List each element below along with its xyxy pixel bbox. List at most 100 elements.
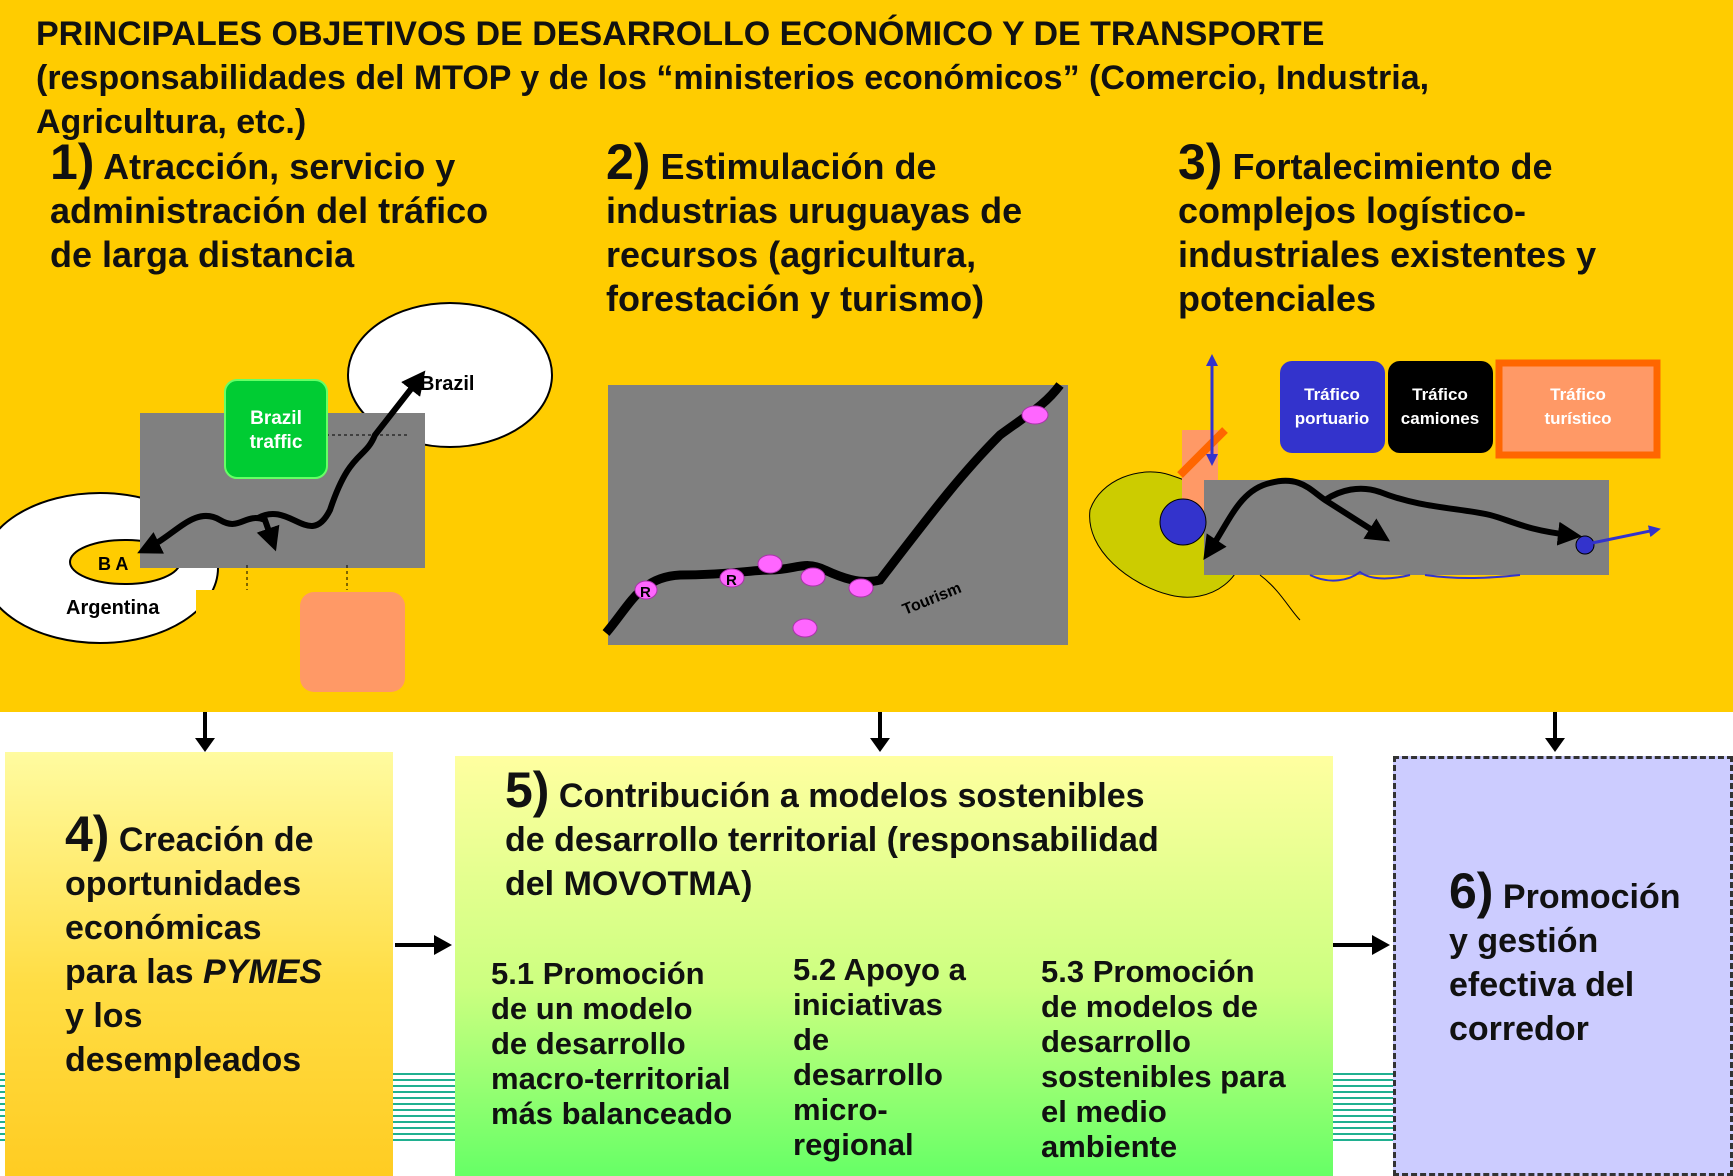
right-arrow-head	[1372, 935, 1390, 955]
sub-line: de un modelo	[491, 991, 693, 1026]
port-traffic-label: Tráfico	[1304, 385, 1360, 404]
objective-2: 2) Estimulación de industrias uruguayas …	[606, 137, 1076, 321]
resource-industries-map: R R Tourism	[602, 382, 1068, 645]
objective-1: 1) Atracción, servicio y administración …	[50, 137, 490, 277]
truck-route	[1203, 477, 1391, 560]
truck-traffic-label: camiones	[1401, 409, 1479, 428]
resource-label: R	[640, 584, 651, 601]
logistics-node	[1575, 535, 1595, 555]
sub-objective-5-2: 5.2 Apoyo a iniciativas de desarrollo mi…	[793, 952, 993, 1162]
resource-node	[800, 567, 826, 587]
box-6-line: y gestión	[1449, 922, 1599, 960]
down-arrow-head	[1545, 738, 1565, 752]
sub-line: micro-	[793, 1092, 888, 1127]
sub-line: 5.1 Promoción	[491, 956, 705, 991]
map-area	[608, 385, 1068, 645]
title-line-1: PRINCIPALES OBJETIVOS DE DESARROLLO ECON…	[36, 15, 1325, 53]
truck-route	[1323, 485, 1582, 546]
objective-text: Atracción, servicio y administración del…	[50, 146, 489, 275]
sub-line: iniciativas	[793, 987, 943, 1022]
logistics-complexes-map: Tráfico portuario Tráfico camiones Tráfi…	[1089, 354, 1661, 621]
box-4-line: Creación de	[118, 821, 314, 859]
brazil-traffic-box	[224, 379, 328, 479]
title-line-3: Agricultura, etc.)	[36, 103, 307, 141]
boundary-line	[1259, 574, 1301, 621]
traffic-route-north	[256, 370, 426, 529]
tourist-traffic-label: turístico	[1544, 409, 1611, 428]
box-5-line: de desarrollo territorial (responsabilid…	[505, 821, 1159, 859]
objective-number: 3)	[1178, 134, 1223, 190]
box-4-line: desempleados	[65, 1041, 302, 1079]
resource-node	[634, 580, 658, 600]
corridor-route	[602, 382, 1064, 636]
objective-text: Fortalecimiento de complejos logístico-i…	[1178, 146, 1597, 319]
argentina-label: Argentina	[66, 597, 160, 619]
sub-line: macro-territorial	[491, 1061, 731, 1096]
sub-line: de	[793, 1022, 830, 1057]
tourist-traffic-label: Tráfico	[1550, 385, 1606, 404]
port-traffic-label: portuario	[1295, 409, 1370, 428]
sub-line: de modelos de	[1041, 989, 1259, 1024]
brazil-region	[347, 302, 553, 448]
salmon-block	[300, 592, 405, 692]
resource-node	[757, 554, 783, 574]
traffic-route-west	[137, 512, 280, 554]
box-4-line: económicas	[65, 909, 262, 947]
tourist-traffic-box	[1495, 359, 1661, 459]
box-4: 4) Creación de oportunidades económicas …	[5, 752, 393, 1176]
right-arrow-head	[434, 935, 452, 955]
sub-line: 5.2 Apoyo a	[793, 952, 966, 987]
tourism-node	[1021, 405, 1049, 425]
resource-node	[848, 578, 874, 598]
brazil-traffic-label: traffic	[250, 432, 303, 453]
sub-objective-5-1: 5.1 Promoción de un modelo de desarrollo…	[491, 956, 761, 1131]
box-number: 6)	[1449, 863, 1494, 919]
pymes-text: PYMES	[202, 953, 323, 991]
title-line-2: (responsabilidades del MTOP y de los “mi…	[36, 59, 1430, 97]
box-4-line: oportunidades	[65, 865, 302, 903]
sub-line: más balanceado	[491, 1096, 733, 1131]
map-area	[1205, 480, 1575, 550]
port-traffic-box	[1280, 361, 1385, 453]
objective-number: 1)	[50, 134, 95, 190]
down-arrow-head	[870, 738, 890, 752]
sub-line: desarrollo	[793, 1057, 943, 1092]
objective-3: 3) Fortalecimiento de complejos logístic…	[1178, 137, 1678, 321]
sub-line: el medio	[1041, 1094, 1167, 1129]
box-6-text: 6) Promoción y gestión efectiva del corr…	[1449, 866, 1729, 1051]
sub-line: ambiente	[1041, 1129, 1178, 1164]
box-5-line: del MOVOTMA)	[505, 865, 753, 903]
box-number: 4)	[65, 806, 110, 862]
box-5-title: 5) Contribución a modelos sostenibles de…	[505, 765, 1325, 906]
sub-line: desarrollo	[1041, 1024, 1191, 1059]
right-arrow-4-to-5	[395, 935, 452, 955]
objective-text: Estimulación de industrias uruguayas de …	[606, 146, 1023, 319]
resource-node	[792, 618, 818, 638]
truck-traffic-box	[1388, 361, 1493, 453]
truck-traffic-label: Tráfico	[1412, 385, 1468, 404]
box-6-line: efectiva del	[1449, 966, 1635, 1004]
page-title: PRINCIPALES OBJETIVOS DE DESARROLLO ECON…	[36, 12, 1696, 144]
tourist-arrow	[1591, 525, 1661, 545]
river-line	[1309, 570, 1411, 582]
box-4-line: para las	[65, 953, 203, 991]
port-node	[1159, 498, 1207, 546]
river-line	[1424, 574, 1521, 580]
resource-label: R	[726, 572, 737, 589]
sub-line: regional	[793, 1127, 914, 1162]
objective-number: 2)	[606, 134, 651, 190]
down-arrow-head	[195, 738, 215, 752]
box-4-text: 4) Creación de oportunidades económicas …	[65, 809, 385, 1082]
sub-line: sostenibles para	[1041, 1059, 1286, 1094]
ba-label: B A	[98, 554, 128, 574]
box-6: 6) Promoción y gestión efectiva del corr…	[1393, 756, 1733, 1176]
box-6-line: Promoción	[1502, 878, 1681, 916]
sub-line: 5.3 Promoción	[1041, 954, 1255, 989]
box-6-line: corredor	[1449, 1010, 1589, 1048]
box-5-line: Contribución a modelos sostenibles	[558, 777, 1145, 815]
box-number: 5)	[505, 762, 550, 818]
brazil-label: Brazil	[420, 373, 474, 395]
long-distance-traffic-map: Brazil B A Argentina Brazil traffic	[0, 302, 553, 700]
brazil-traffic-label: Brazil	[250, 408, 302, 429]
sub-line: de desarrollo	[491, 1026, 686, 1061]
